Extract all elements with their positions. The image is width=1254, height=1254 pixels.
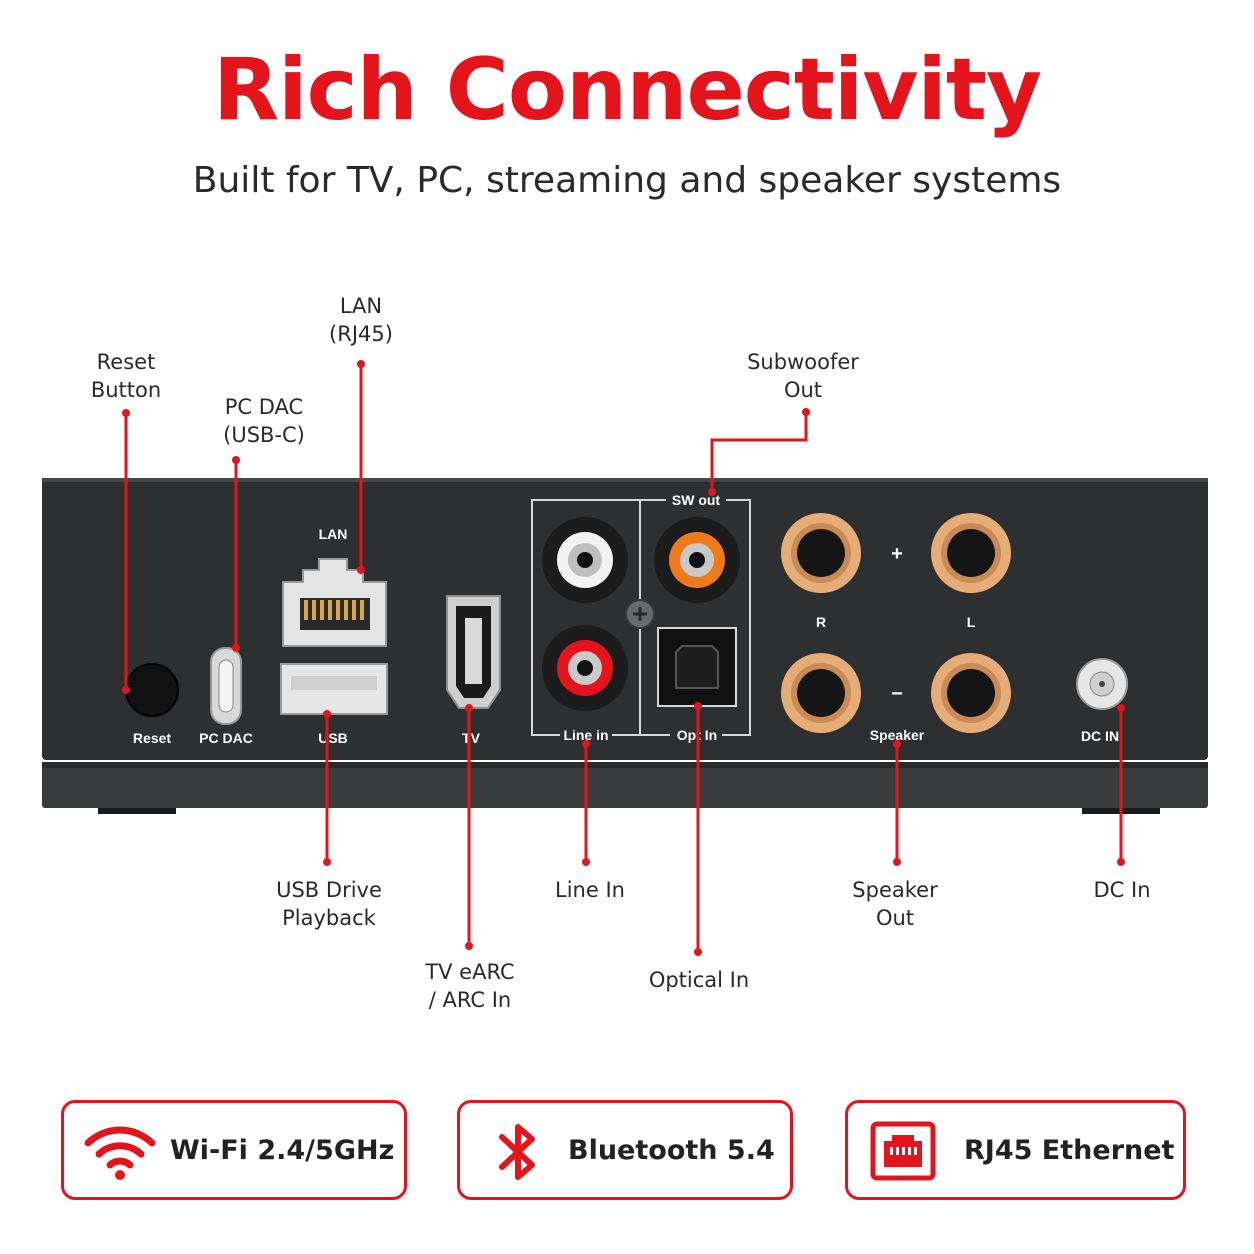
panel-label-speaker: Speaker <box>870 727 925 743</box>
lan-port <box>282 558 387 647</box>
page-subtitle: Built for TV, PC, streaming and speaker … <box>192 160 1062 201</box>
bluetooth-icon <box>499 1124 535 1180</box>
feature-bluetooth: Bluetooth 5.4 <box>457 1100 793 1200</box>
feature-label-wifi: Wi-Fi 2.4/5GHz <box>170 1135 395 1166</box>
dc-in-jack <box>1076 658 1128 710</box>
panel-label-usb: USB <box>318 730 348 746</box>
binding-post-l-minus <box>931 653 1011 733</box>
feature-label-bluetooth: Bluetooth 5.4 <box>568 1135 775 1166</box>
rca-orange-jack <box>654 517 740 603</box>
usb-a-port <box>280 663 388 715</box>
panel-label-right: R <box>816 614 826 630</box>
feature-ethernet: RJ45 Ethernet <box>845 1100 1186 1200</box>
panel-label-sw-out: SW out <box>672 492 721 508</box>
panel-label-reset: Reset <box>133 730 171 746</box>
usb-c-port <box>210 647 242 725</box>
panel-label-plus: + <box>891 543 903 565</box>
callout-line-in: Line In <box>555 878 625 902</box>
feature-wifi: Wi-Fi 2.4/5GHz <box>61 1100 407 1200</box>
callout-pc-dac: PC DAC(USB-C) <box>223 395 305 447</box>
rca-white-jack <box>542 517 628 603</box>
ethernet-icon <box>870 1121 936 1181</box>
panel-label-minus: − <box>891 683 903 705</box>
rear-panel-diagram: Reset PC DAC LAN USB TV SW out Line <box>42 360 1208 956</box>
panel-label-lan: LAN <box>319 526 348 542</box>
callout-optical-in: Optical In <box>648 968 750 992</box>
panel-label-tv: TV <box>462 730 481 746</box>
leader-dots <box>122 360 1125 956</box>
reset-button[interactable] <box>125 663 179 717</box>
panel-label-dc-in: DC IN <box>1081 728 1119 744</box>
feature-label-ethernet: RJ45 Ethernet <box>964 1135 1175 1166</box>
callout-dc-in: DC In <box>1093 878 1151 902</box>
binding-post-r-plus <box>781 513 861 593</box>
callout-lan: LAN(RJ45) <box>329 294 393 346</box>
callout-tv-earc: TV eARC/ ARC In <box>425 960 515 1012</box>
leader-lines <box>124 364 1123 952</box>
device-body <box>42 478 1208 814</box>
rca-red-jack <box>542 625 628 711</box>
binding-post-l-plus <box>931 513 1011 593</box>
binding-post-r-minus <box>781 653 861 733</box>
panel-label-line-in: Line in <box>563 727 608 743</box>
panel-label-left: L <box>967 614 976 630</box>
panel-label-pc-dac: PC DAC <box>199 730 253 746</box>
page-title: Rich Connectivity <box>212 40 1042 140</box>
wifi-icon <box>84 1126 156 1180</box>
hdmi-port <box>446 595 501 709</box>
screw-icon <box>625 599 655 629</box>
optical-port <box>657 627 737 707</box>
